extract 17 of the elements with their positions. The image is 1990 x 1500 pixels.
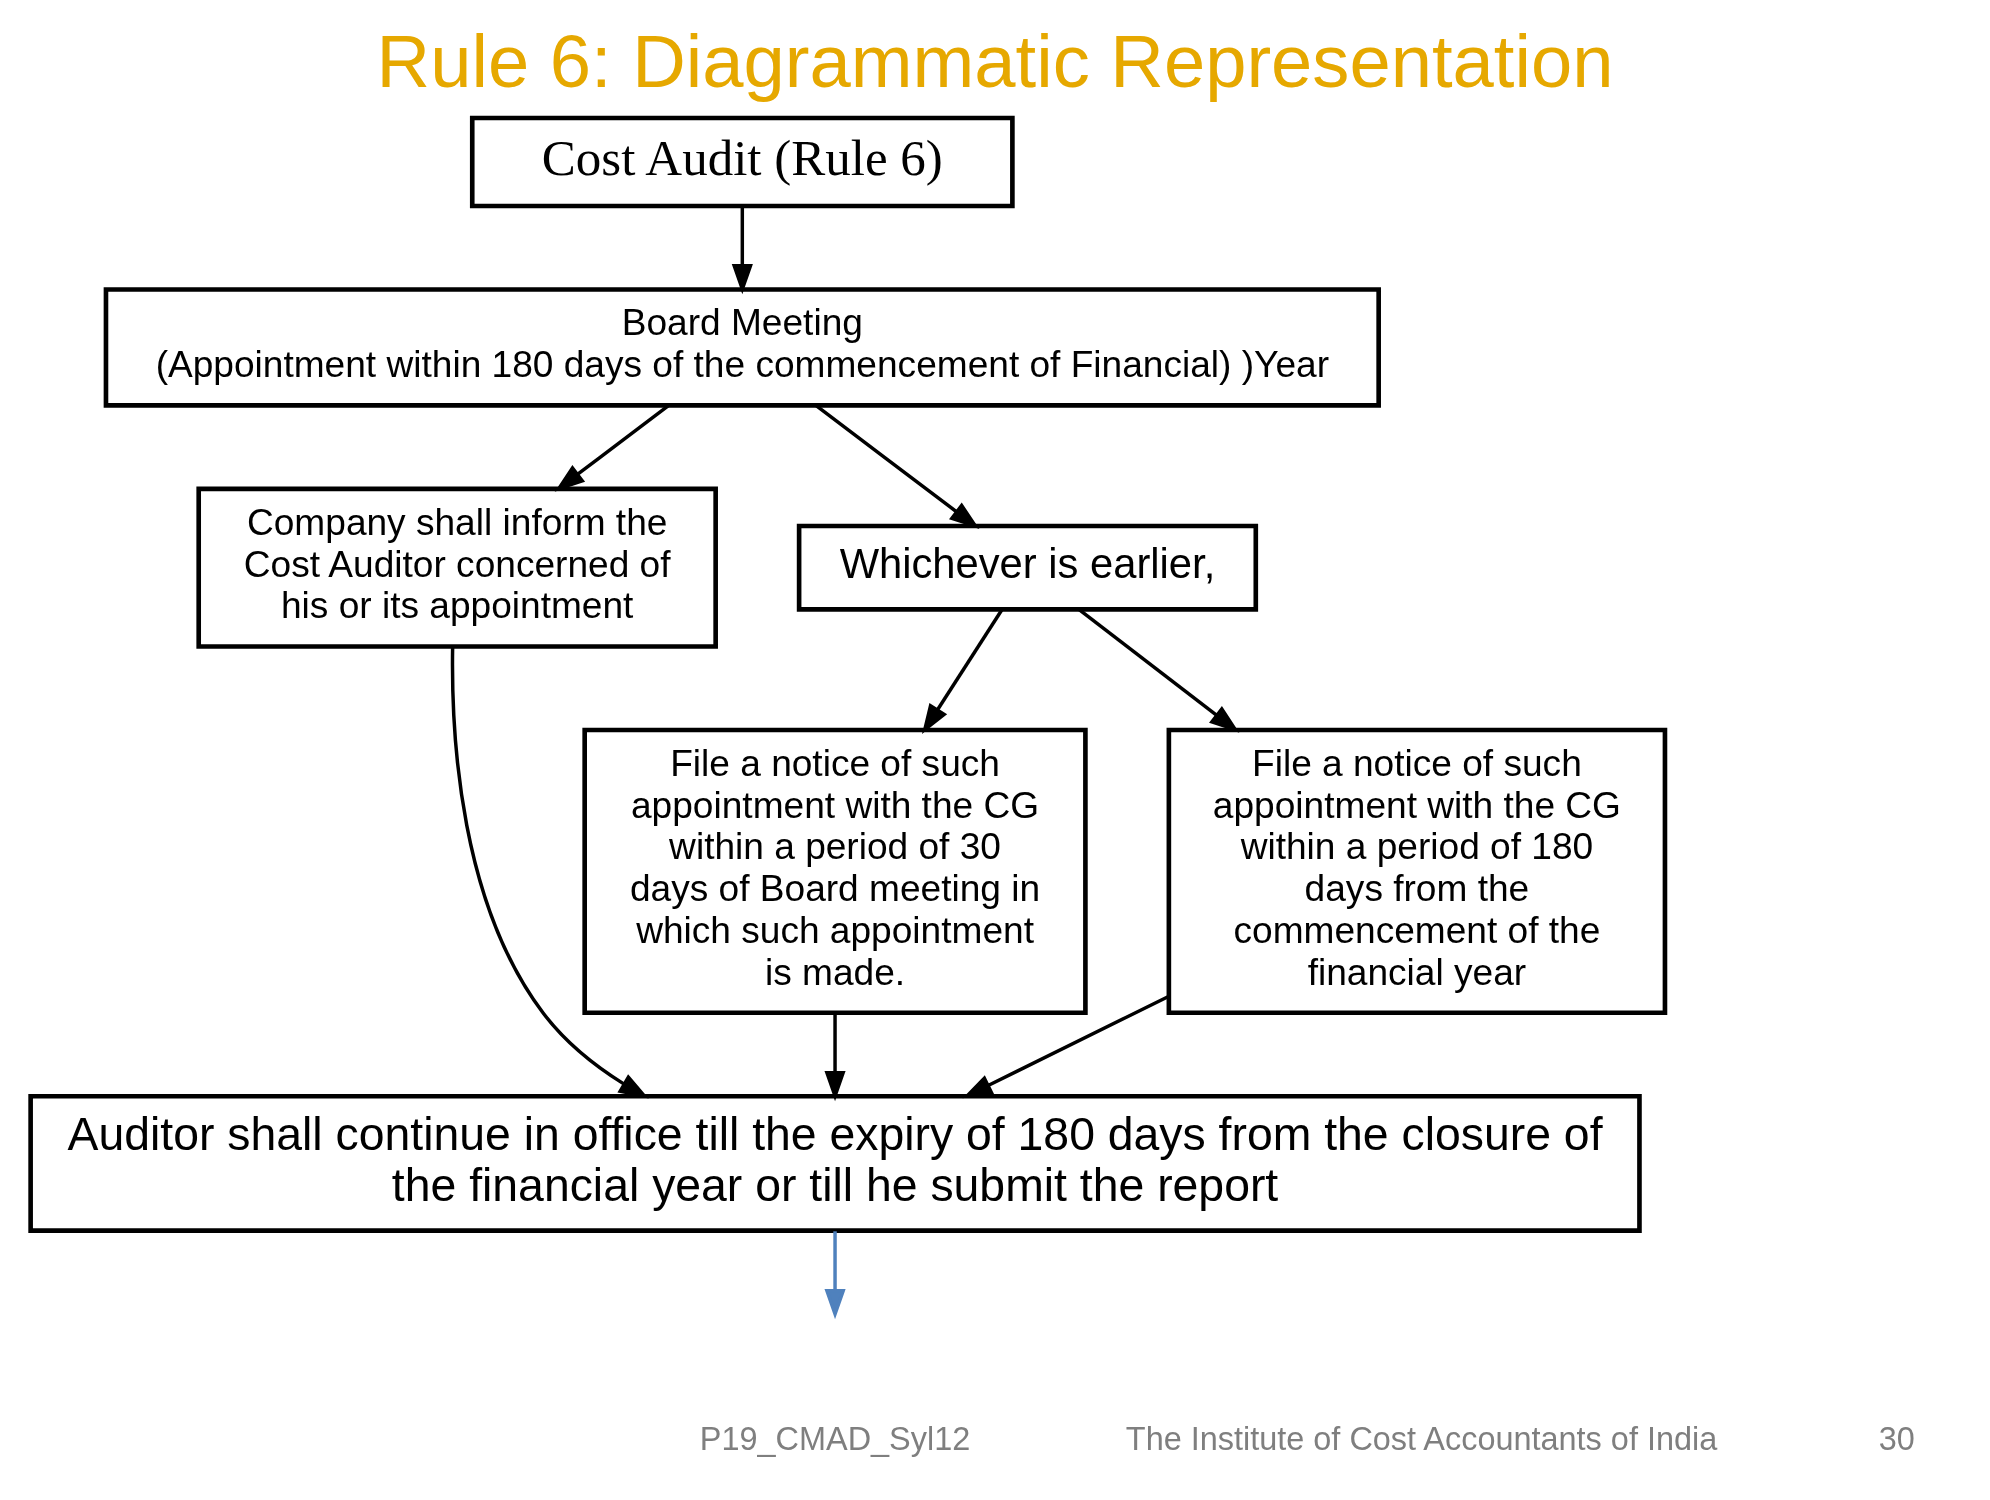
node-box: Whichever is earlier, <box>796 523 1259 612</box>
node-box: Cost Audit (Rule 6) <box>469 115 1015 208</box>
arrow <box>731 205 753 294</box>
label: The Institute of Cost Accountants of India <box>1125 1420 1718 1457</box>
label: P19_CMAD_Syl12 <box>699 1420 971 1457</box>
label: 30 <box>1878 1420 1915 1457</box>
node-box: File a notice of such appointment with the CG within a period of 30 days of Board meeting in which such appointment is made. <box>582 727 1088 1015</box>
arrow <box>824 1230 846 1319</box>
node-box: Board Meeting (Appointment within 180 days of the commencement of Financial) )Year <box>103 286 1381 408</box>
diagram-title: Rule 6: Diagrammatic Representation <box>376 19 1614 103</box>
arrow <box>921 608 1004 734</box>
node-box: Company shall inform the Cost Auditor concerned of his or its appointment <box>196 486 718 649</box>
arrow <box>450 646 649 1098</box>
arrow <box>962 994 1170 1098</box>
node-box: Auditor shall continue in office till the expiry of 180 days from the closure of the financial year or till he submit the report <box>28 1093 1642 1233</box>
arrow <box>824 1012 846 1101</box>
node-box: File a notice of such appointment with the CG within a period of 180 days from the commencement of the financial year <box>1166 727 1668 1015</box>
